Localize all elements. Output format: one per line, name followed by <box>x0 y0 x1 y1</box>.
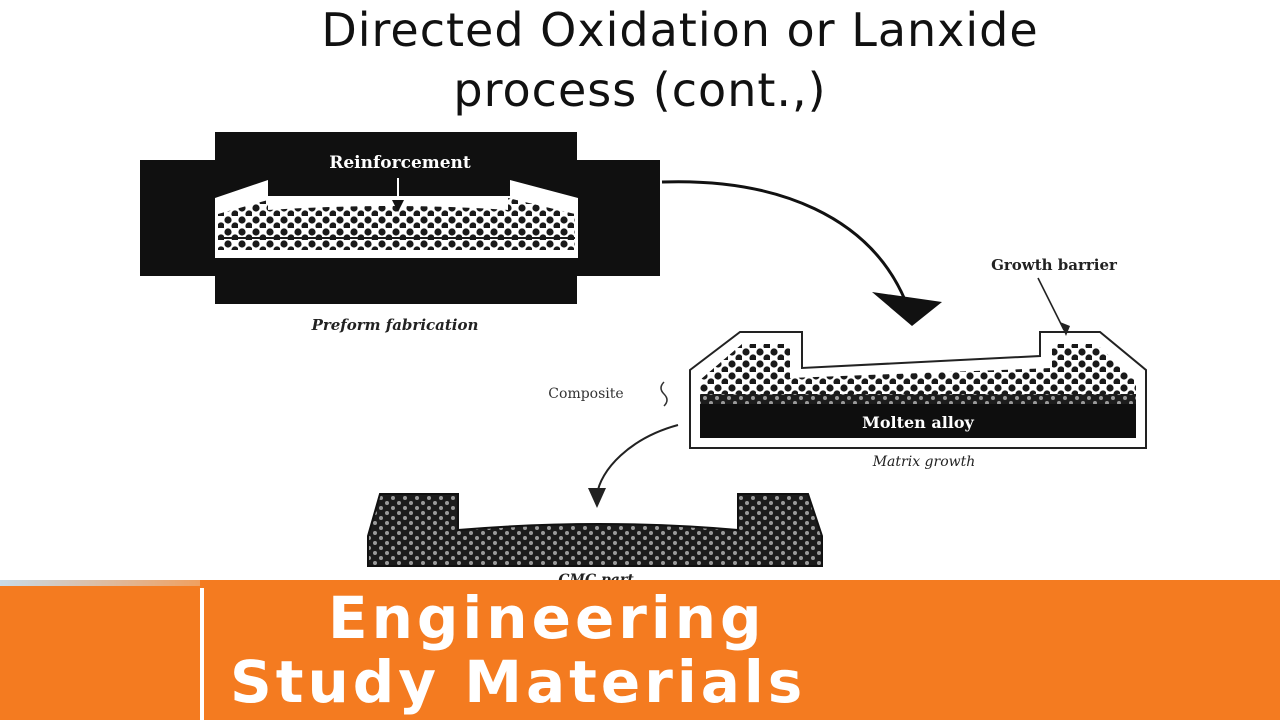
arrow-2-head <box>588 488 606 508</box>
title-line-2: process (cont.,) <box>453 63 827 117</box>
footer-banner: Engineering Study Materials <box>0 580 1280 720</box>
arrow-2-shaft <box>596 424 679 496</box>
growth-barrier-pointer <box>1037 277 1065 331</box>
growth-barrier-pointer-head <box>1060 322 1070 336</box>
label-matrix-growth: Matrix growth <box>872 454 976 470</box>
title-line-1: Directed Oxidation or Lanxide <box>321 3 1039 57</box>
brand-line-2: Study Materials <box>230 648 807 716</box>
transfer-arrow-2 <box>588 424 679 508</box>
brand-text: Engineering Study Materials <box>210 586 1280 714</box>
footer-accent-stripe <box>0 580 200 586</box>
label-molten-alloy: Molten alloy <box>862 413 974 432</box>
arrow-1-shaft <box>661 180 907 301</box>
arrow-1-head <box>872 292 942 326</box>
cmc-part-stage: CMC part <box>367 493 823 588</box>
matrix-growth-stage: Molten alloy Growth barrier Composite Ma… <box>548 256 1147 470</box>
brand-line-1: Engineering <box>328 584 766 652</box>
footer-divider <box>200 588 204 720</box>
label-growth-barrier: Growth barrier <box>991 256 1118 274</box>
reaction-front <box>700 394 1136 404</box>
transfer-arrow-1 <box>661 180 942 326</box>
cmc-part-body <box>367 493 823 567</box>
slide-title: Directed Oxidation or Lanxide process (c… <box>0 0 1280 120</box>
label-preform-fabrication: Preform fabrication <box>311 316 479 334</box>
composite-particles <box>700 344 1136 396</box>
label-composite: Composite <box>548 386 623 402</box>
preform-fabrication-stage: Reinforcement Preform fabrication <box>140 132 660 334</box>
label-reinforcement: Reinforcement <box>329 153 471 173</box>
composite-brace <box>660 381 668 407</box>
reinforcement-arrow-head <box>392 200 404 212</box>
